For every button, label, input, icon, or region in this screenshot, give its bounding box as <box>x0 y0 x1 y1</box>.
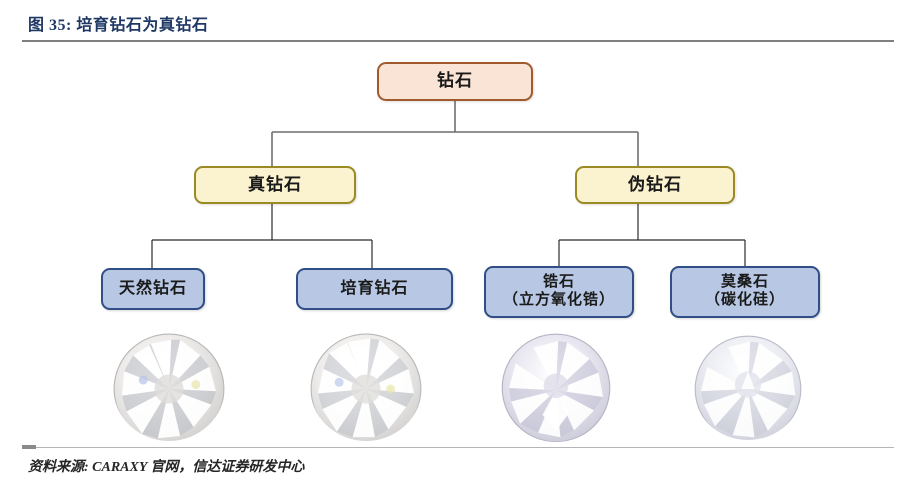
node-real-diamond[interactable]: 真钻石 <box>194 166 356 204</box>
node-root-diamond[interactable]: 钻石 <box>377 62 533 101</box>
node-moissanite[interactable]: 莫桑石 （碳化硅） <box>670 266 820 318</box>
photo-moissanite <box>693 334 803 440</box>
diagram-canvas: 钻石 真钻石 伪钻石 天然钻石 培育钻石 锆石 （立方氧化锆） 莫桑石 （碳化硅… <box>0 48 907 443</box>
footer-divider <box>22 445 894 449</box>
node-natural-diamond[interactable]: 天然钻石 <box>101 268 205 310</box>
photo-lab-grown-diamond <box>310 333 422 441</box>
node-zircon[interactable]: 锆石 （立方氧化锆） <box>484 266 634 318</box>
photo-natural-diamond <box>113 333 225 441</box>
page-title: 图 35: 培育钻石为真钻石 <box>28 17 209 34</box>
header-divider <box>22 40 894 42</box>
source-note: 资料来源: CARAXY 官网，信达证券研发中心 <box>28 460 305 475</box>
connector-lines <box>151 101 746 268</box>
photo-zircon <box>500 332 612 442</box>
node-lab-grown-diamond[interactable]: 培育钻石 <box>296 268 453 310</box>
node-fake-diamond[interactable]: 伪钻石 <box>575 166 735 204</box>
